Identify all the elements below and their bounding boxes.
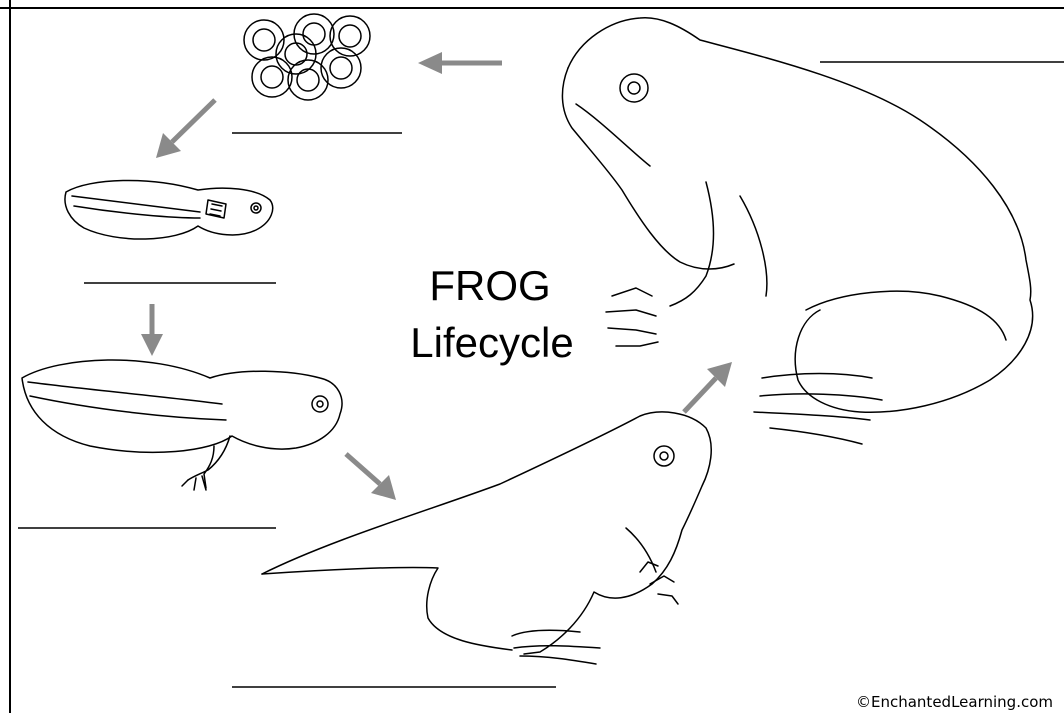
- title-line-2: Lifecycle: [410, 319, 573, 366]
- froglet-illustration: [262, 412, 711, 664]
- tadpole-with-legs-illustration: [22, 360, 342, 490]
- arrow-tadpole-with-legs-to-froglet: [346, 454, 396, 500]
- arrow-froglet-to-adult: [684, 362, 732, 412]
- arrow-adult-to-eggs: [418, 52, 502, 74]
- tadpole-illustration: [65, 180, 273, 239]
- title-line-1: FROG: [429, 262, 550, 309]
- arrow-eggs-to-tadpole: [156, 100, 215, 158]
- eggs-illustration: [244, 14, 370, 100]
- credit-text: ©EnchantedLearning.com: [856, 693, 1053, 711]
- arrow-tadpole-to-tadpole-with-legs: [141, 304, 163, 356]
- adult-frog-illustration: [562, 18, 1032, 444]
